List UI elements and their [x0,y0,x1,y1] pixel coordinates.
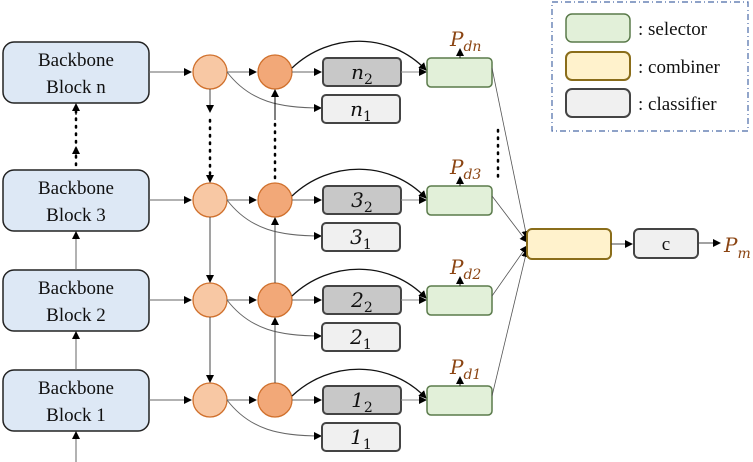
skip-arrow [291,40,427,71]
backbone-label-line2: Block n [46,77,106,98]
arrow [226,71,322,112]
classifier-lower [321,222,401,252]
classifier-lower-label: 11 [350,425,372,453]
backbone-label-line1: Backbone [38,178,114,199]
selector-box [426,385,493,416]
fusion-node-light [192,54,228,90]
selector-to-combiner-line [491,195,528,243]
classifier-lower-label: 31 [350,225,372,253]
classifier-lower-label: n1 [350,97,372,125]
selector-output-label: Pd3 [449,155,481,183]
fusion-node-dark [257,282,293,318]
combiner-section: c Pm [526,228,751,262]
backbone-label-line1: Backbone [38,278,114,299]
legend-classifier-swatch [565,88,631,118]
backbone-label-line2: Block 3 [46,205,106,226]
classifier-upper-label: 32 [351,188,373,216]
classifier-upper-label: 12 [351,388,373,416]
vertical-connections [72,89,500,462]
skip-arrow [291,268,427,299]
classifier-lower [321,322,401,352]
final-classifier-label: c [662,234,670,255]
legend-selector-swatch [565,13,631,43]
selector-box [426,185,493,216]
arrow [226,399,322,440]
combiner-box [526,228,612,260]
legend-combiner-swatch [565,51,631,81]
fusion-node-light [192,382,228,418]
fusion-node-light [192,282,228,318]
classifier-lower [321,422,401,452]
backbone-label-line2: Block 2 [46,305,106,326]
fusion-node-dark [257,182,293,218]
legend-classifier-label: : classifier [638,94,717,115]
legend: : selector : combiner : classifier [551,1,749,132]
backbone-label-line2: Block 1 [46,405,106,426]
selector-output-label: Pd2 [449,255,481,283]
selector-to-combiner-line [491,249,530,397]
classifier-upper-label: n2 [351,60,373,88]
backbone-label-line1: Backbone [38,378,114,399]
selector-box [426,57,493,88]
legend-combiner-label: : combiner [638,57,720,78]
skip-arrow [291,168,427,199]
final-output-label: Pm [723,233,751,262]
arrow [226,199,322,240]
arrow [226,299,322,340]
selector-to-combiner-line [491,67,530,239]
skip-arrow [291,368,427,399]
selector-to-combiner-line [491,245,528,297]
fusion-node-dark [257,382,293,418]
selector-output-label: Pdn [449,27,481,55]
selector-output-label: Pd1 [449,355,481,383]
classifier-lower [321,94,401,124]
fusion-node-dark [257,54,293,90]
classifier-lower-label: 21 [349,325,372,353]
fusion-node-light [192,182,228,218]
classifier-upper-label: 22 [350,288,373,316]
backbone-label-line1: Backbone [38,50,114,71]
selector-box [426,285,493,316]
legend-selector-label: : selector [638,19,708,40]
